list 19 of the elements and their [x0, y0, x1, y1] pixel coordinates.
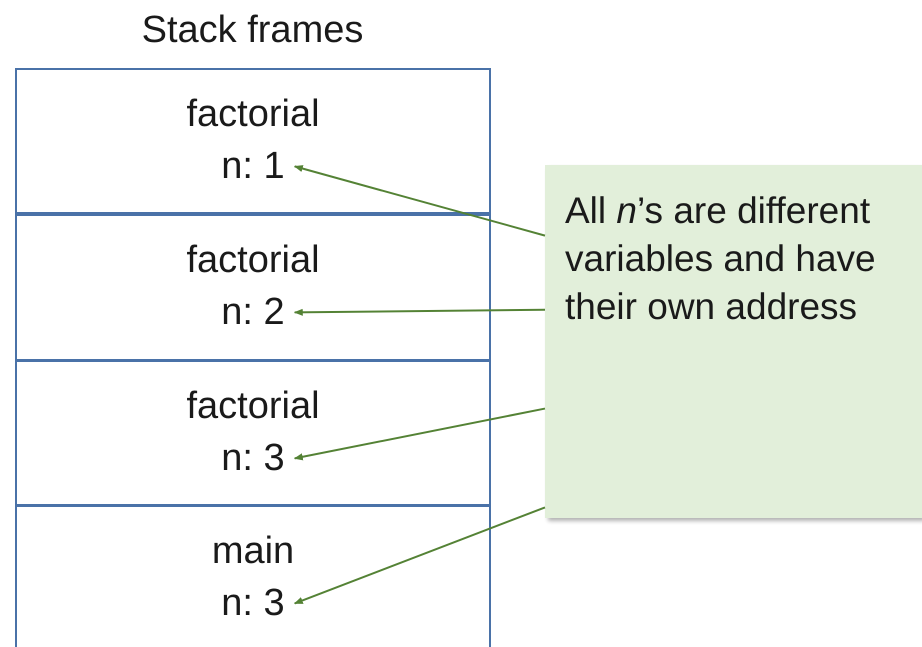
diagram-title: Stack frames [140, 8, 364, 53]
function-name: factorial [186, 238, 320, 283]
function-name: factorial [186, 384, 320, 429]
variable-label: n: 3 [217, 580, 289, 626]
leader-arrow [294, 506, 546, 604]
callout-text: All n’s are different variables and have their own address [565, 189, 877, 330]
function-name: main [212, 529, 294, 574]
variable-label: n: 1 [217, 144, 289, 190]
variable-label: n: 2 [217, 290, 289, 336]
leader-arrow [294, 408, 546, 460]
stack-frame [15, 360, 491, 506]
variable-label: n: 3 [217, 436, 289, 482]
callout-box [545, 165, 922, 518]
leader-arrow [294, 165, 546, 237]
stack-frame [15, 68, 491, 214]
leader-arrow [294, 308, 546, 316]
stack-frame [15, 505, 491, 647]
function-name: factorial [186, 92, 320, 137]
stack-frame [15, 214, 491, 361]
